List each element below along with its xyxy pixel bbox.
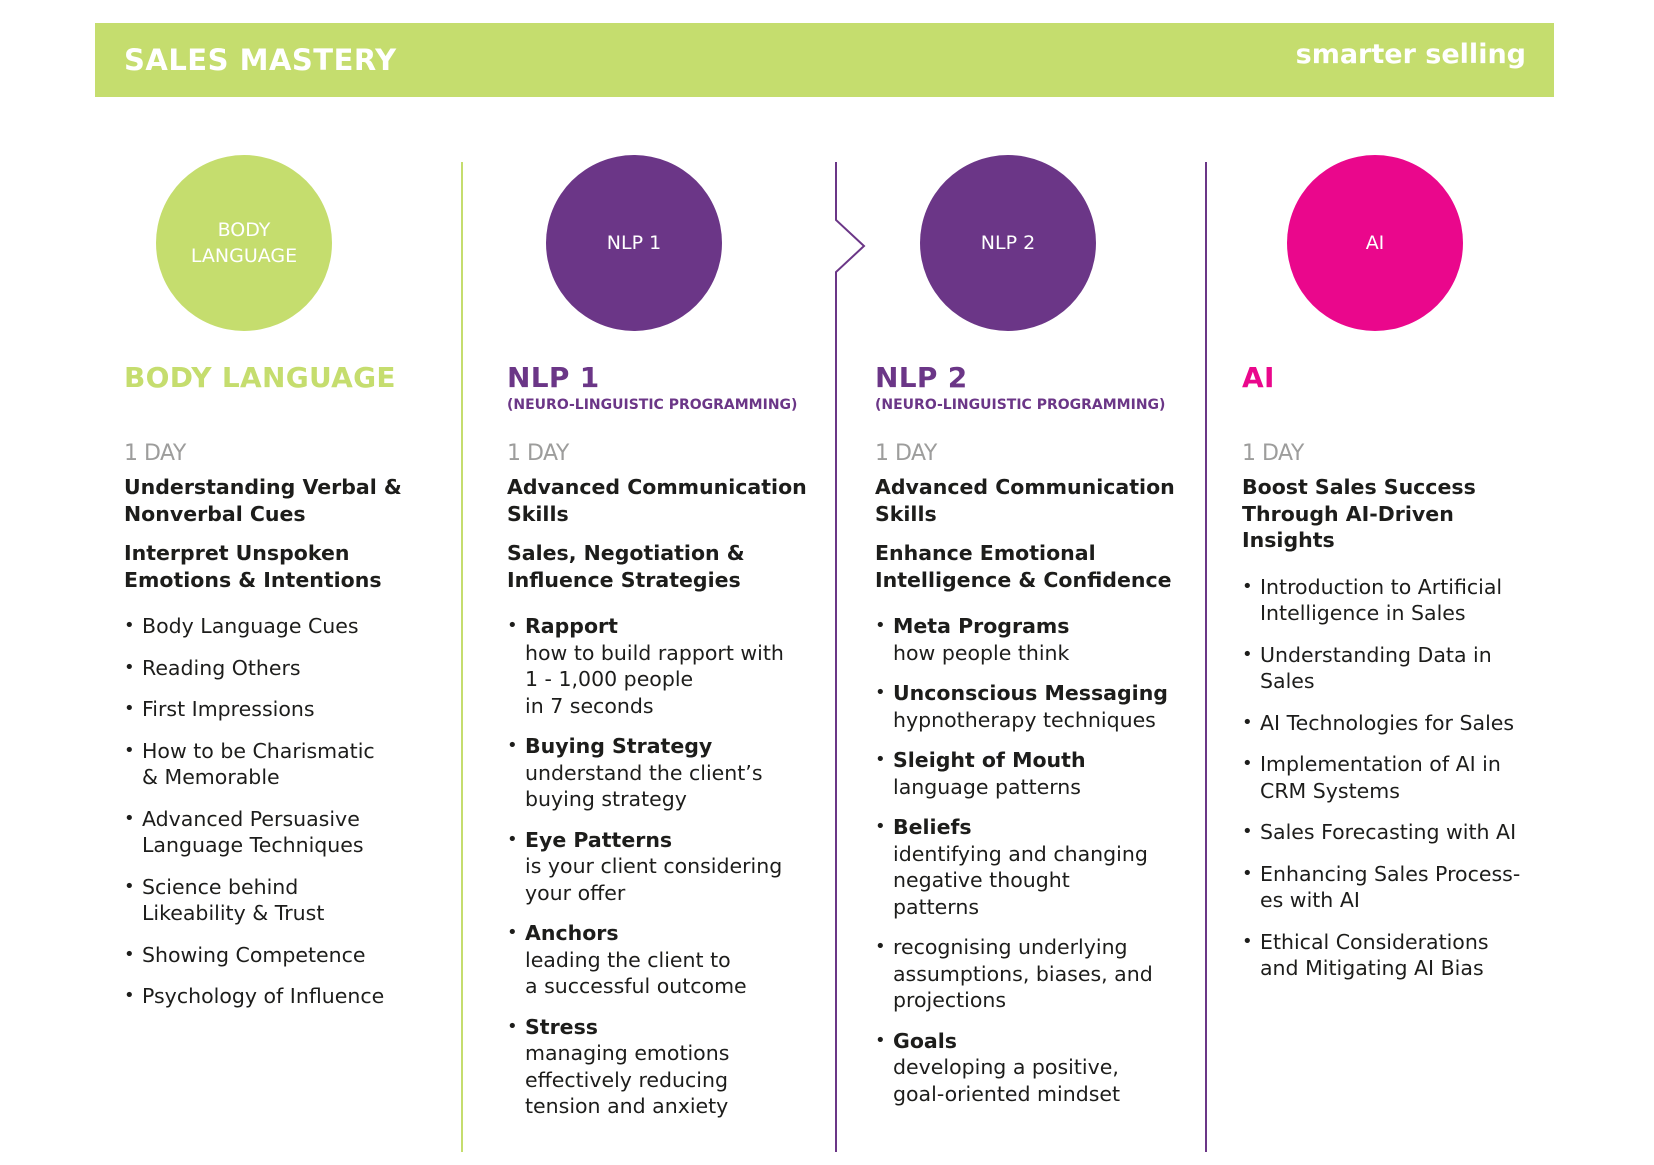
course-headline: Understanding Verbal & Nonverbal Cues (124, 475, 402, 526)
list-item: Reading Others (124, 655, 424, 682)
course-title: AI (1242, 361, 1275, 394)
list-item: Implementation of AI in CRM Systems (1242, 751, 1542, 804)
tagline: smarter selling (1295, 39, 1526, 70)
column-divider (461, 162, 463, 1152)
course-headline: Enhance Emotional Intelligence & Confide… (875, 541, 1172, 592)
list-item: recognising underlying assumptions, bias… (875, 934, 1195, 1014)
list-item: Ethical Considerations and Mitigating AI… (1242, 929, 1542, 982)
list-item: AI Technologies for Sales (1242, 710, 1542, 737)
course-duration: 1 DAY (1242, 441, 1304, 466)
course-headline: Interpret Unspoken Emotions & Intentions (124, 541, 382, 592)
course-subtitle: (NEURO-LINGUISTIC PROGRAMMING) (875, 397, 1166, 413)
list-item: Understanding Data in Sales (1242, 642, 1542, 695)
course-headline: Sales, Negotiation & Influence Strategie… (507, 541, 745, 592)
badge-label: NLP 2 (980, 232, 1036, 254)
list-item: Introduction to Artificial Intelligence … (1242, 574, 1542, 627)
course-headline: Advanced Communication Skills (507, 475, 807, 526)
course-badge: AI (1287, 155, 1463, 331)
badge-label: BODY LANGUAGE (190, 219, 298, 267)
course-headline: Advanced Communication Skills (875, 475, 1175, 526)
course-badge: BODY LANGUAGE (156, 155, 332, 331)
course-title: NLP 2 (875, 361, 968, 394)
list-item: First Impressions (124, 696, 424, 723)
course-subtitle: (NEURO-LINGUISTIC PROGRAMMING) (507, 397, 798, 413)
list-item: Enhancing Sales Process- es with AI (1242, 861, 1542, 914)
list-item: Body Language Cues (124, 613, 424, 640)
list-item: Psychology of Influence (124, 983, 424, 1010)
badge-label: NLP 1 (606, 232, 662, 254)
list-item: Science behind Likeability & Trust (124, 874, 424, 927)
course-badge: NLP 2 (920, 155, 1096, 331)
topic-list: Body Language Cues Reading Others First … (124, 613, 424, 1010)
course-duration: 1 DAY (507, 441, 569, 466)
course-duration: 1 DAY (124, 441, 186, 466)
topic-list: Introduction to Artificial Intelligence … (1242, 574, 1542, 982)
course-title: BODY LANGUAGE (124, 361, 396, 394)
badge-label: AI (1365, 232, 1385, 254)
list-item: Showing Competence (124, 942, 424, 969)
course-headline: Boost Sales Success Through AI-Driven In… (1242, 475, 1476, 552)
course-badge: NLP 1 (546, 155, 722, 331)
page-title: SALES MASTERY (124, 43, 397, 77)
list-item: Sales Forecasting with AI (1242, 819, 1542, 846)
header-banner: SALES MASTERY smarter selling (95, 23, 1554, 97)
course-duration: 1 DAY (875, 441, 937, 466)
column-divider (1205, 162, 1207, 1152)
course-title: NLP 1 (507, 361, 600, 394)
list-item: How to be Charismatic & Memorable (124, 738, 424, 791)
arrow-divider (835, 162, 866, 1152)
list-item: Advanced Persuasive Language Techniques (124, 806, 424, 859)
